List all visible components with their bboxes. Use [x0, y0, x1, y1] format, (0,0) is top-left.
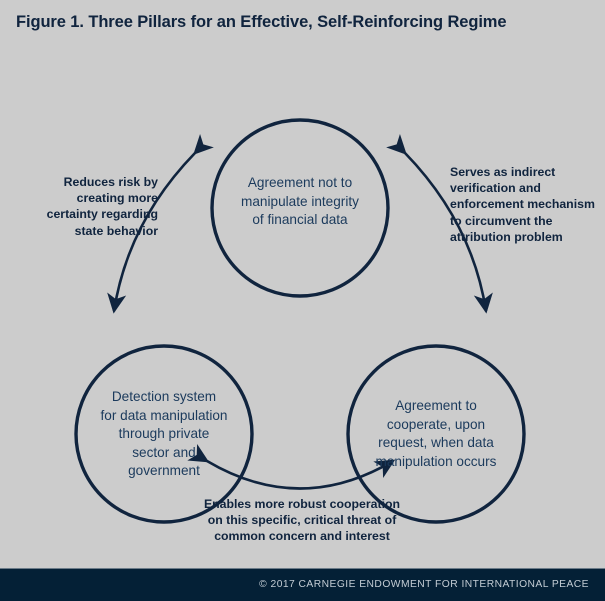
- node-label-left-line-5: government: [128, 463, 200, 478]
- edge-label-right-line-4: to circumvent the: [450, 213, 553, 228]
- edge-label-right-line-2: verification and: [450, 181, 541, 196]
- edge-label-right-line-3: enforcement mechanism: [450, 197, 595, 212]
- node-label-left-line-3: through private: [118, 426, 210, 441]
- node-label-top: Agreement not to manipulate integrity of…: [206, 174, 394, 230]
- footer-bar: © 2017 CARNEGIE ENDOWMENT FOR INTERNATIO…: [0, 568, 605, 601]
- edge-label-left: Reduces risk by creating more certainty …: [6, 174, 158, 239]
- node-label-left-line-2: for data manipulation: [100, 407, 228, 423]
- node-label-left: Detection system for data manipulation t…: [66, 388, 262, 481]
- diagram-graphics: [74, 118, 526, 524]
- edge-label-left-line-2: creating more: [76, 191, 158, 206]
- node-label-right-line-2: cooperate, upon: [386, 416, 486, 432]
- arrow-left: [107, 133, 214, 314]
- node-label-right-line-3: request, when data: [378, 435, 494, 450]
- edge-label-bottom-line-3: common concern and interest: [214, 529, 390, 544]
- node-label-right: Agreement to cooperate, upon request, wh…: [340, 397, 532, 471]
- edge-label-bottom-line-1: Enables more robust cooperation: [203, 497, 401, 511]
- page-title: Figure 1. Three Pillars for an Effective…: [16, 13, 507, 31]
- node-label-right-line-4: manipulation occurs: [375, 453, 497, 469]
- edge-label-bottom: Enables more robust cooperation on this …: [152, 496, 452, 545]
- edge-label-left-line-3: certainty regarding: [46, 207, 158, 222]
- node-label-top-line-2: manipulate integrity: [241, 193, 359, 209]
- node-label-top-line-1: Agreement not to: [247, 175, 353, 190]
- node-label-left-line-1: Detection system: [111, 389, 217, 404]
- edge-label-right-line-5: attribution problem: [450, 229, 563, 244]
- edge-label-right: Serves as indirect verification and enfo…: [450, 164, 602, 245]
- edge-label-left-line-1: Reduces risk by: [63, 175, 158, 189]
- node-circle-right: [346, 344, 526, 524]
- arrow-right: [386, 133, 493, 314]
- edge-label-right-line-1: Serves as indirect: [450, 165, 556, 179]
- node-label-left-line-4: sector and: [132, 444, 196, 460]
- node-label-right-line-1: Agreement to: [395, 398, 477, 413]
- node-circle-left: [74, 344, 254, 524]
- edge-label-bottom-line-2: on this specific, critical threat of: [207, 513, 397, 528]
- diagram-canvas: Agreement not to manipulate integrity of…: [0, 46, 605, 568]
- copyright-text: © 2017 CARNEGIE ENDOWMENT FOR INTERNATIO…: [259, 579, 589, 590]
- arrow-bottom: [187, 443, 396, 490]
- title-band: Figure 1. Three Pillars for an Effective…: [0, 0, 605, 46]
- node-label-top-line-3: of financial data: [252, 212, 348, 227]
- edge-label-left-line-4: state behavior: [74, 223, 158, 238]
